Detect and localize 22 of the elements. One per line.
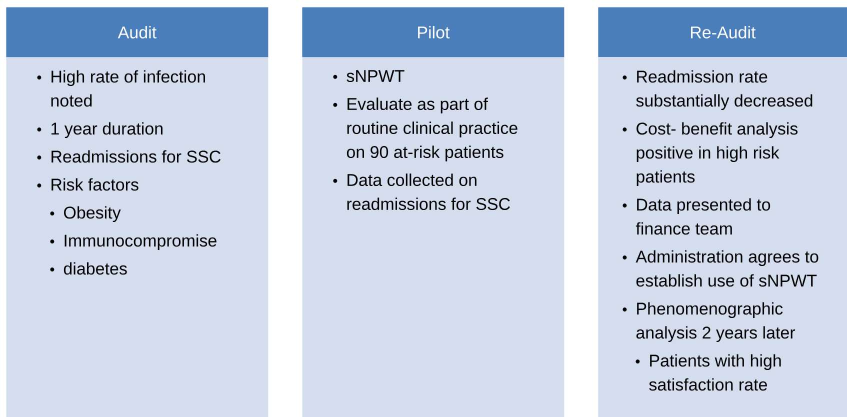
bullet-item: Risk factors [37, 178, 138, 191]
column-header: Pilot [302, 7, 564, 58]
bullet-item: High rate of infection noted [37, 70, 205, 107]
bullet-item: Administration agrees to establish use of sNPWT [622, 250, 818, 287]
bullet-item: Evaluate as part of routine clinical practice on 90 at-risk patients [333, 98, 518, 162]
bullet-item: Readmission rate substantially decreased [622, 70, 812, 110]
column-panel [302, 57, 564, 417]
column-panel [598, 57, 847, 417]
bullet-item: diabetes [50, 262, 127, 275]
column-panel [6, 57, 268, 417]
bullet-item: Phenomenographic analysis 2 years later [622, 302, 796, 342]
bullet-item: Readmissions for SSC [37, 150, 221, 163]
bullet-item: sNPWT [333, 70, 404, 82]
bullet-item: 1 year duration [37, 122, 162, 138]
bullet-item: Data collected on readmissions for SSC [333, 174, 510, 210]
column-header: Audit [6, 7, 268, 58]
bullet-item: Data presented to finance team [622, 198, 770, 235]
bullet-item: Immunocompromise [50, 234, 216, 250]
bullet-item: Patients with high satisfaction rate [636, 354, 781, 391]
column-header: Re-Audit [598, 7, 847, 58]
bullet-item: Cost- benefit analysis positive in high risk patients [622, 122, 798, 186]
bullet-item: Obesity [50, 206, 121, 222]
